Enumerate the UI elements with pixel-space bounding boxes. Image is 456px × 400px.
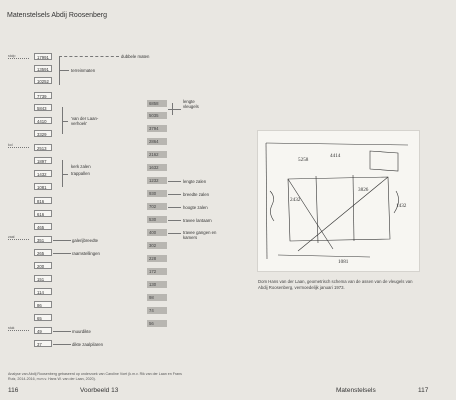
footnote: Analyse van Abdij Roosenberg gebaseerd o… [8, 372, 182, 381]
left-value-box: 49 [34, 327, 52, 334]
left-value-box: 351 [34, 236, 52, 243]
sketch-text: 2432 [290, 197, 301, 203]
label-hoogte-zalen: hoogte zalen [183, 205, 208, 210]
left-value-box: 114 [34, 288, 52, 295]
connector-line [168, 233, 181, 234]
left-value-box: 2513 [34, 144, 52, 151]
left-value-box: 465 [34, 223, 52, 230]
footer-title-right: Matenstelsels [336, 387, 376, 394]
label-breedte-zalen: breedte zalen [183, 192, 210, 197]
connector-line [168, 207, 181, 208]
page-number-right: 117 [418, 387, 429, 394]
connector-line [62, 121, 68, 122]
sketch-text: 1432 [396, 203, 407, 209]
marker-line [8, 239, 29, 240]
sketch-text: 4414 [330, 153, 341, 159]
left-value-box: 4410 [34, 117, 52, 124]
label-dikte-zaalpilaren: dikte zaalpilaren [72, 342, 104, 347]
right-value-box: 130 [147, 281, 167, 288]
marker-stolp: stolp [8, 54, 16, 58]
label-lengte-zalen: lengte zalen [183, 179, 207, 184]
page-title: Matenstelsels Abdij Roosenberg [7, 12, 108, 19]
marker-line [8, 330, 29, 331]
bracket-line [62, 160, 63, 187]
left-value-box: 37 [34, 340, 52, 347]
right-value-box: 3794 [147, 125, 167, 132]
connector-line [168, 194, 181, 195]
left-value-box: 5843 [34, 104, 52, 111]
left-value-box: 1432 [34, 170, 52, 177]
left-value-box: 616 [34, 210, 52, 217]
connector-line [168, 181, 181, 182]
right-value-box: 1632 [147, 164, 167, 171]
left-value-box: 86 [34, 301, 52, 308]
left-value-box: 1897 [34, 157, 52, 164]
label-raamstellingen: raamstellingen [72, 251, 100, 256]
right-value-box: 2162 [147, 151, 167, 158]
connector-line [168, 220, 181, 221]
connector-line [53, 331, 71, 332]
marker-line [8, 147, 29, 148]
label-kerk: kerk zalen trappallen [71, 164, 91, 176]
label-terreinmaten: terreinmaten [71, 68, 96, 73]
label-travee-gangen: travee gangen en kamers [183, 230, 217, 240]
right-value-box: 400 [147, 229, 167, 236]
label-travee-lantaarn: travee lantaarn [183, 218, 212, 223]
marker-zaal: zaal [8, 235, 15, 239]
bracket-line [62, 107, 63, 134]
sketch-text: 1081 [338, 259, 349, 265]
right-value-box: 930 [147, 190, 167, 197]
right-value-box: 702 [147, 203, 167, 210]
left-value-box: 17991 [34, 53, 52, 60]
label-vdlaan-verhoek: 'van der Laan-verhoek' [71, 116, 99, 126]
right-value-box: 98 [147, 294, 167, 301]
left-value-box: 10252 [34, 77, 52, 84]
left-value-box: 200 [34, 262, 52, 269]
connector-line [168, 109, 181, 110]
geometric-sketch: 5258 4414 3826 2432 1432 1081 [265, 142, 409, 265]
right-value-box: 2864 [147, 138, 167, 145]
page-number-left: 116 [8, 387, 19, 394]
left-value-box: 7739 [34, 92, 52, 99]
right-value-box: 302 [147, 242, 167, 249]
right-value-box: 1232 [147, 177, 167, 184]
left-value-box: 1081 [34, 183, 52, 190]
left-value-box: 151 [34, 275, 52, 282]
right-value-box: 56 [147, 320, 167, 327]
marker-line [8, 58, 29, 59]
left-value-box: 13591 [34, 65, 52, 72]
left-value-box: 265 [34, 249, 52, 256]
connector-line [53, 344, 71, 345]
sketch-figure: 5258 4414 3826 2432 1432 1081 [257, 130, 420, 272]
right-value-box: 172 [147, 268, 167, 275]
right-value-box: 228 [147, 255, 167, 262]
figure-caption: Dom Hans van der Laan, geometrisch schem… [258, 279, 413, 290]
left-value-box: 3329 [34, 130, 52, 137]
label-galerijbreedte: galerijbreedte [72, 238, 99, 243]
footer-title-left: Voorbeeld 13 [80, 387, 119, 394]
label-dubbele-maten: dubbele maten [121, 54, 150, 59]
right-value-box: 5035 [147, 112, 167, 119]
marker-stuk: stuk [8, 326, 15, 330]
sketch-text: 3826 [358, 187, 369, 193]
connector-line [53, 240, 71, 241]
connector-line [59, 70, 69, 71]
right-value-box: 6858 [147, 100, 167, 107]
left-value-box: 65 [34, 314, 52, 321]
label-muurdikte: muurdikte [72, 329, 91, 334]
right-value-box: 530 [147, 216, 167, 223]
dashed-connector [59, 56, 119, 57]
connector-line [62, 174, 68, 175]
left-value-box: 816 [34, 197, 52, 204]
sketch-text: 5258 [298, 157, 309, 163]
marker-kol: kol [8, 143, 13, 147]
label-lengte-vleugels: lengte vleugels [183, 99, 199, 109]
right-value-box: 74 [147, 307, 167, 314]
connector-line [53, 253, 71, 254]
